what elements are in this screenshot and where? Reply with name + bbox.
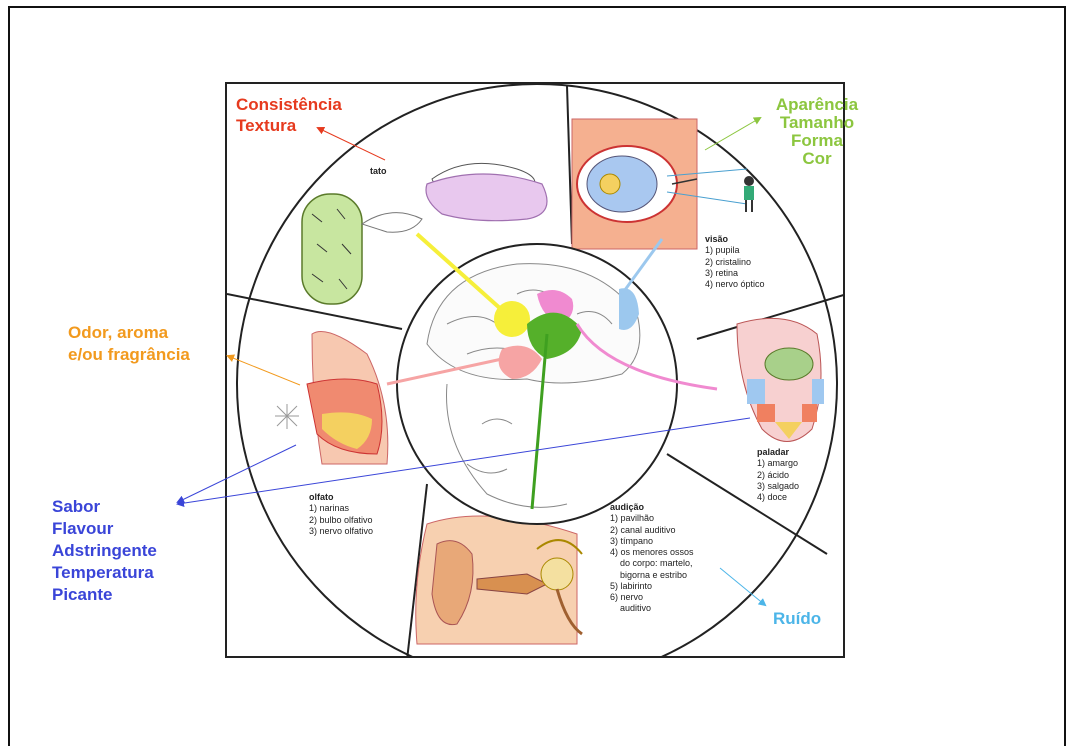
- audicao-item: 1) pavilhão: [610, 513, 654, 523]
- label-temperatura: Temperatura: [52, 562, 157, 584]
- paladar-item: 2) ácido: [757, 470, 789, 480]
- olfato-item: 1) narinas: [309, 503, 349, 513]
- label-textura: Textura: [236, 117, 296, 135]
- paladar-item: 4) doce: [757, 492, 787, 502]
- olfato-caption: olfato 1) narinas 2) bulbo olfativo 3) n…: [309, 492, 373, 537]
- senses-diagram: tato visão 1) pupila 2) cristalino 3) re…: [225, 82, 845, 658]
- audicao-item: 2) canal auditivo: [610, 525, 676, 535]
- senses-wheel: [227, 84, 845, 658]
- audicao-item: do corpo: martelo,: [610, 558, 693, 568]
- audicao-item: bigorna e estribo: [610, 570, 687, 580]
- label-flavour: Flavour: [52, 518, 157, 540]
- paladar-item: 1) amargo: [757, 458, 798, 468]
- audicao-item: 6) nervo: [610, 592, 643, 602]
- label-consistencia: Consistência: [236, 96, 342, 114]
- label-cor: Cor: [762, 150, 872, 168]
- visao-item: 4) nervo óptico: [705, 279, 765, 289]
- audicao-item: 5) labirinto: [610, 581, 652, 591]
- paladar-title: paladar: [757, 447, 789, 457]
- audicao-item: 4) os menores ossos: [610, 547, 694, 557]
- audicao-title: audição: [610, 502, 644, 512]
- olfato-title: olfato: [309, 492, 334, 502]
- label-tamanho: Tamanho: [762, 114, 872, 132]
- tato-title: tato: [370, 166, 387, 176]
- ear-illustration: [416, 516, 582, 644]
- label-ruido: Ruído: [773, 610, 821, 628]
- paladar-caption: paladar 1) amargo 2) ácido 3) salgado 4)…: [757, 447, 799, 503]
- label-sabor: Sabor: [52, 496, 157, 518]
- flavour-labels: Sabor Flavour Adstringente Temperatura P…: [52, 496, 157, 606]
- visao-title: visão: [705, 234, 728, 244]
- label-odor-2: e/ou fragrância: [68, 346, 190, 364]
- label-adstringente: Adstringente: [52, 540, 157, 562]
- audicao-item: 3) tímpano: [610, 536, 653, 546]
- label-picante: Picante: [52, 584, 157, 606]
- appearance-labels: Aparência Tamanho Forma Cor: [762, 96, 872, 167]
- label-forma: Forma: [762, 132, 872, 150]
- visao-item: 3) retina: [705, 268, 738, 278]
- label-odor-1: Odor, aroma: [68, 324, 168, 342]
- label-aparencia: Aparência: [762, 96, 872, 114]
- audicao-item: auditivo: [610, 603, 651, 613]
- olfato-item: 3) nervo olfativo: [309, 526, 373, 536]
- visao-caption: visão 1) pupila 2) cristalino 3) retina …: [705, 234, 765, 290]
- paladar-item: 3) salgado: [757, 481, 799, 491]
- visao-item: 2) cristalino: [705, 257, 751, 267]
- audicao-caption: audição 1) pavilhão 2) canal auditivo 3)…: [610, 502, 694, 615]
- olfato-item: 2) bulbo olfativo: [309, 515, 373, 525]
- visao-item: 1) pupila: [705, 245, 740, 255]
- tato-caption: tato: [370, 166, 387, 177]
